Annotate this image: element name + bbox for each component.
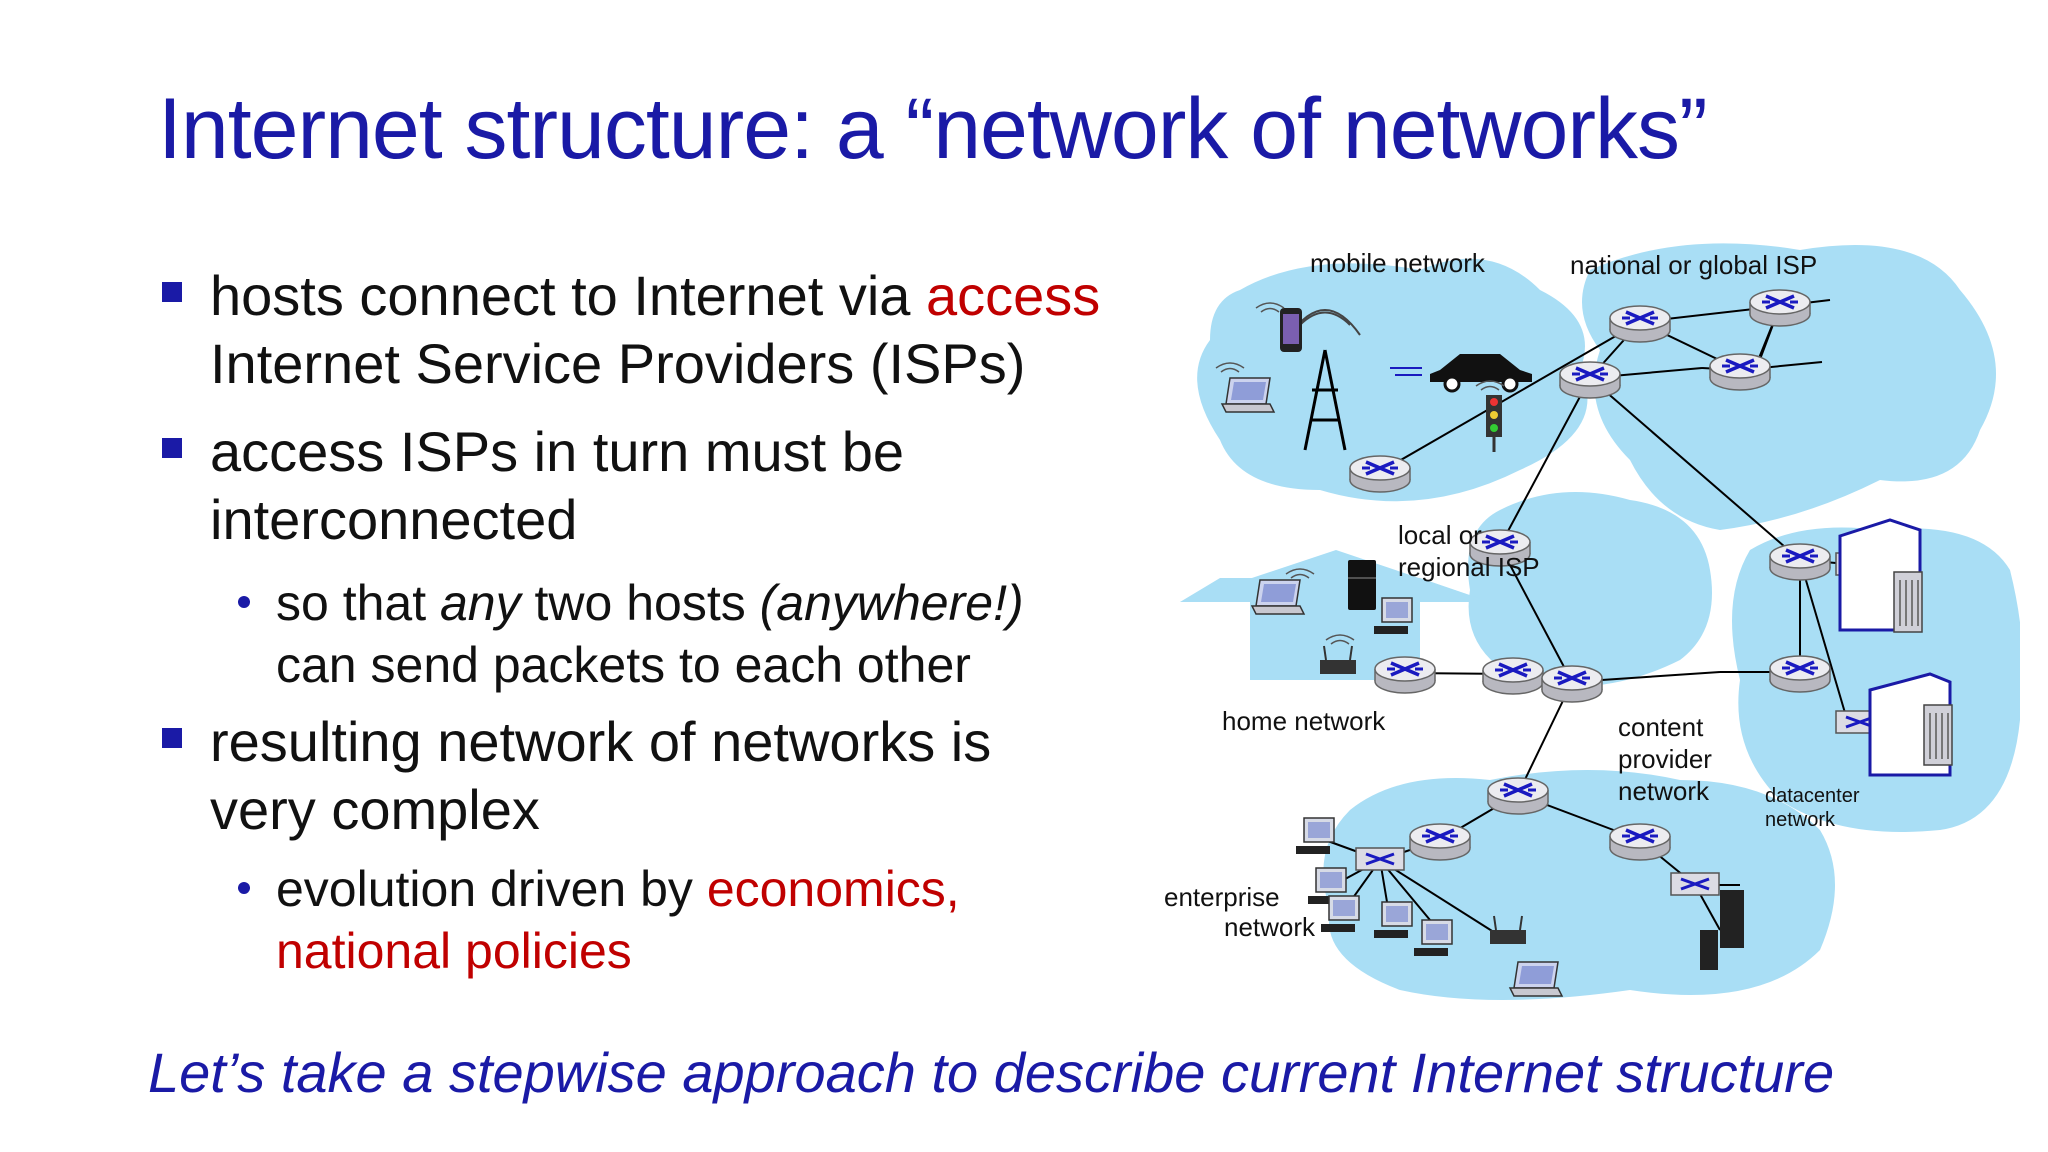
regional-router-icon: [1540, 664, 1604, 704]
bullet-2-line1: access ISPs in turn must be: [210, 420, 905, 483]
mobile-router-icon: [1348, 454, 1412, 494]
server-rack-icon: [1923, 704, 1953, 766]
sub-1-mid: two hosts: [520, 575, 760, 631]
label-local-regional-isp-1: local or: [1398, 520, 1482, 550]
content-router-icon: [1768, 654, 1832, 694]
square-bullet-icon: [162, 282, 182, 302]
server-rack-icon: [1893, 571, 1923, 633]
wireless-router-icon: [1490, 915, 1526, 944]
isp-router-icon: [1608, 304, 1672, 344]
sub-2-pre: evolution driven by: [276, 861, 707, 917]
square-bullet-icon: [162, 728, 182, 748]
network-diagram: mobile network national or global ISP lo…: [1164, 243, 2020, 1000]
bullet-2-line2: interconnected: [210, 488, 578, 551]
label-national-global-isp: national or global ISP: [1570, 250, 1817, 280]
sub-1-line2: can send packets to each other: [276, 637, 971, 693]
bullet-access-isps: hosts connect to Internet via access Int…: [162, 262, 1230, 398]
bullet-complex: resulting network of networks is very co…: [162, 708, 1230, 844]
isp-router-icon: [1708, 352, 1772, 392]
global-isp-cloud: [1582, 243, 1996, 531]
round-bullet-icon: [238, 596, 250, 608]
enterprise-router-icon: [1486, 776, 1550, 816]
wireless-router-icon: [1320, 645, 1356, 674]
server-tower-icon: [1700, 890, 1744, 970]
bullet-1-line2: Internet Service Providers (ISPs): [210, 332, 1026, 395]
footer-caption: Let’s take a stepwise approach to descri…: [148, 1041, 1835, 1104]
sub-1-pre: so that: [276, 575, 440, 631]
isp-router-icon: [1558, 360, 1622, 400]
label-content-provider-1: content: [1618, 712, 1704, 742]
desktop-computer-icon: [1295, 817, 1335, 855]
switch-icon: [1669, 871, 1721, 897]
car-icon: [1390, 354, 1532, 393]
content-router-icon: [1768, 542, 1832, 582]
sub-2-policies: national policies: [276, 923, 632, 979]
enterprise-router-icon: [1408, 822, 1472, 862]
laptop-icon: [1221, 377, 1275, 413]
label-enterprise-1: enterprise: [1164, 882, 1280, 912]
isp-router-icon: [1748, 288, 1812, 328]
regional-isp-cloud: [1468, 492, 1712, 687]
label-content-provider-2: provider: [1618, 744, 1712, 774]
bullet-1-highlight: access: [925, 264, 1101, 327]
bullet-interconnected: access ISPs in turn must be interconnect…: [162, 418, 1230, 554]
round-bullet-icon: [238, 882, 250, 894]
sub-bullet-any-hosts: so that any two hosts (anywhere!) can se…: [238, 572, 1176, 696]
label-datacenter-2: network: [1765, 809, 1836, 831]
slide-title: Internet structure: a “network of networ…: [158, 81, 1708, 177]
sub-2-economics: economics,: [706, 861, 960, 917]
refrigerator-icon: [1348, 560, 1376, 610]
sub-1-italic-any: any: [440, 575, 521, 631]
sub-bullet-evolution: evolution driven by economics, national …: [238, 858, 1176, 982]
smartphone-icon: [1280, 308, 1302, 352]
laptop-icon: [1509, 961, 1563, 997]
label-datacenter-1: datacenter: [1765, 785, 1860, 807]
switch-icon: [1354, 846, 1406, 872]
label-home-network: home network: [1222, 706, 1386, 736]
bullet-3-line1: resulting network of networks is: [210, 710, 992, 773]
label-mobile-network: mobile network: [1310, 248, 1486, 278]
sub-1-italic-anywhere: (anywhere!): [759, 575, 1024, 631]
laptop-icon: [1251, 579, 1305, 615]
bullet-1-text: hosts connect to Internet via: [210, 264, 926, 327]
label-content-provider-3: network: [1618, 776, 1710, 806]
enterprise-router-icon: [1608, 822, 1672, 862]
bullet-3-line2: very complex: [210, 778, 540, 841]
label-local-regional-isp-2: regional ISP: [1398, 552, 1540, 582]
home-router-icon: [1373, 655, 1437, 695]
square-bullet-icon: [162, 438, 182, 458]
label-enterprise-2: network: [1224, 912, 1316, 942]
traffic-light-icon: [1486, 395, 1502, 452]
regional-router-icon: [1481, 656, 1545, 696]
